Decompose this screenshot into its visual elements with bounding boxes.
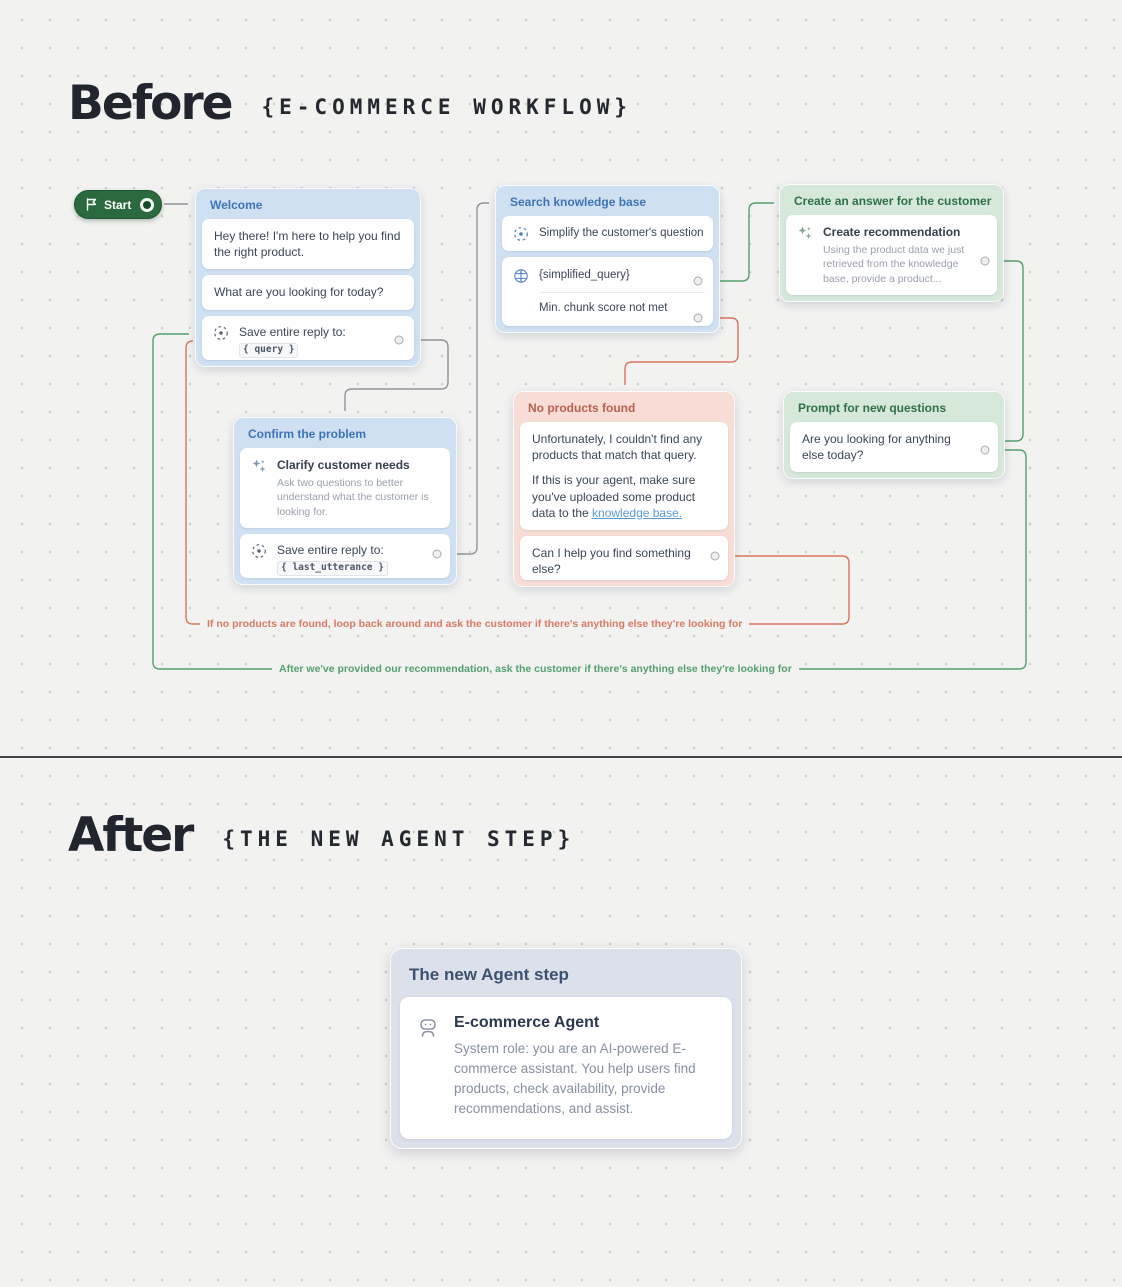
create-recommendation-card[interactable]: Create recommendation Using the product … (786, 215, 997, 295)
sparkles-icon (250, 457, 268, 474)
agent-system-role-desc: System role: you are an AI-powered E-com… (454, 1041, 696, 1116)
save-reply-label: Save entire reply to: (239, 324, 346, 339)
port-create-recommendation[interactable] (980, 256, 990, 266)
knowledge-base-icon (512, 267, 530, 284)
block-no-products-title: No products found (528, 401, 636, 415)
block-confirm-problem-title: Confirm the problem (248, 427, 367, 441)
port-prompt-message[interactable] (980, 445, 990, 455)
section-divider (0, 756, 1122, 758)
clarify-needs-card[interactable]: Clarify customer needs Ask two questions… (240, 448, 450, 528)
agent-block-title: The new Agent step (409, 965, 569, 984)
start-target-icon[interactable] (140, 197, 154, 212)
block-prompt-new-questions-title: Prompt for new questions (798, 401, 947, 415)
after-title: After (68, 808, 194, 863)
clarify-needs-desc: Ask two questions to better understand w… (277, 477, 429, 518)
query-variable-chip[interactable]: { query } (239, 342, 299, 358)
simplified-query-variable: {simplified_query} (539, 268, 630, 281)
start-label: Start (104, 197, 132, 212)
save-reply-label: Save entire reply to: (277, 542, 384, 557)
block-prompt-new-questions[interactable]: Prompt for new questions Are you looking… (783, 391, 1005, 479)
no-products-text-2: If this is your agent, make sure you've … (532, 473, 696, 520)
confirm-capture-card[interactable]: Save entire reply to: { last_utterance } (240, 533, 450, 578)
edge-confirm-to-search[interactable] (443, 202, 489, 555)
start-node[interactable]: Start (74, 190, 162, 219)
agent-name: E-commerce Agent (454, 1014, 600, 1031)
last-utterance-variable-chip[interactable]: { last_utterance } (277, 560, 388, 576)
port-search-not-met[interactable] (693, 313, 703, 323)
block-search-kb[interactable]: Search knowledge base Simplify the custo… (495, 185, 720, 333)
port-search-match[interactable] (693, 276, 703, 286)
block-create-answer[interactable]: Create an answer for the customer Create… (779, 184, 1004, 302)
port-welcome-save[interactable] (394, 335, 404, 345)
agent-card[interactable]: E-commerce Agent System role: you are an… (400, 997, 732, 1139)
after-title-row: After {THE NEW AGENT STEP} (68, 808, 575, 863)
welcome-message-card-1[interactable]: Hey there! I'm here to help you find the… (202, 219, 414, 270)
before-title: Before (68, 76, 233, 131)
prompt-message-card[interactable]: Are you looking for anything else today? (790, 422, 998, 472)
edge-welcome-to-confirm[interactable] (344, 339, 449, 411)
min-chunk-label: Min. chunk score not met (539, 302, 668, 314)
capture-icon (250, 542, 268, 559)
no-products-text-1: Unfortunately, I couldn't find any produ… (532, 432, 703, 463)
welcome-capture-card[interactable]: Save entire reply to: { query } (202, 315, 414, 360)
search-simplify-card[interactable]: Simplify the customer's question (502, 216, 713, 251)
block-welcome[interactable]: Welcome Hey there! I'm here to help you … (195, 188, 421, 367)
port-confirm-save[interactable] (432, 549, 442, 559)
before-title-row: Before {E-COMMERCE WORKFLOW} (68, 76, 632, 131)
edge-label-recommendation-loop: After we've provided our recommendation,… (272, 662, 799, 677)
edge-noproducts-loop-to-welcome[interactable] (185, 340, 850, 625)
edge-search-to-noproducts[interactable] (624, 317, 739, 385)
edge-create-to-prompt[interactable] (991, 260, 1024, 442)
no-products-followup-card[interactable]: Can I help you find something else? (520, 535, 728, 580)
block-welcome-title: Welcome (210, 198, 263, 212)
flag-icon (86, 198, 97, 211)
port-no-products-followup[interactable] (710, 551, 720, 561)
create-recommendation-title: Create recommendation (823, 225, 961, 239)
block-create-answer-title: Create an answer for the customer (794, 194, 992, 208)
block-confirm-problem[interactable]: Confirm the problem Clarify customer nee… (233, 417, 457, 585)
edge-search-to-create[interactable] (704, 202, 774, 282)
ai-step-icon (512, 225, 530, 242)
card-row-divider (539, 292, 705, 293)
search-kb-result-card[interactable]: {simplified_query} Min. chunk score not … (502, 257, 713, 326)
create-recommendation-desc: Using the product data we just retrieved… (823, 244, 965, 285)
before-subtitle: {E-COMMERCE WORKFLOW} (261, 94, 633, 119)
block-new-agent-step[interactable]: The new Agent step E-commerce Agent Syst… (390, 948, 742, 1149)
knowledge-base-link[interactable]: knowledge base. (592, 505, 683, 520)
after-subtitle: {THE NEW AGENT STEP} (222, 826, 576, 851)
edge-label-no-products-loop: If no products are found, loop back arou… (200, 617, 750, 632)
search-simplify-label: Simplify the customer's question (539, 226, 704, 239)
welcome-message-card-2[interactable]: What are you looking for today? (202, 275, 414, 310)
sparkles-icon (796, 224, 814, 241)
robot-icon (416, 1014, 442, 1119)
no-products-message-card[interactable]: Unfortunately, I couldn't find any produ… (520, 422, 728, 530)
clarify-needs-title: Clarify customer needs (277, 458, 410, 472)
block-no-products[interactable]: No products found Unfortunately, I could… (513, 391, 735, 587)
capture-icon (212, 324, 230, 341)
block-search-kb-title: Search knowledge base (510, 195, 647, 209)
